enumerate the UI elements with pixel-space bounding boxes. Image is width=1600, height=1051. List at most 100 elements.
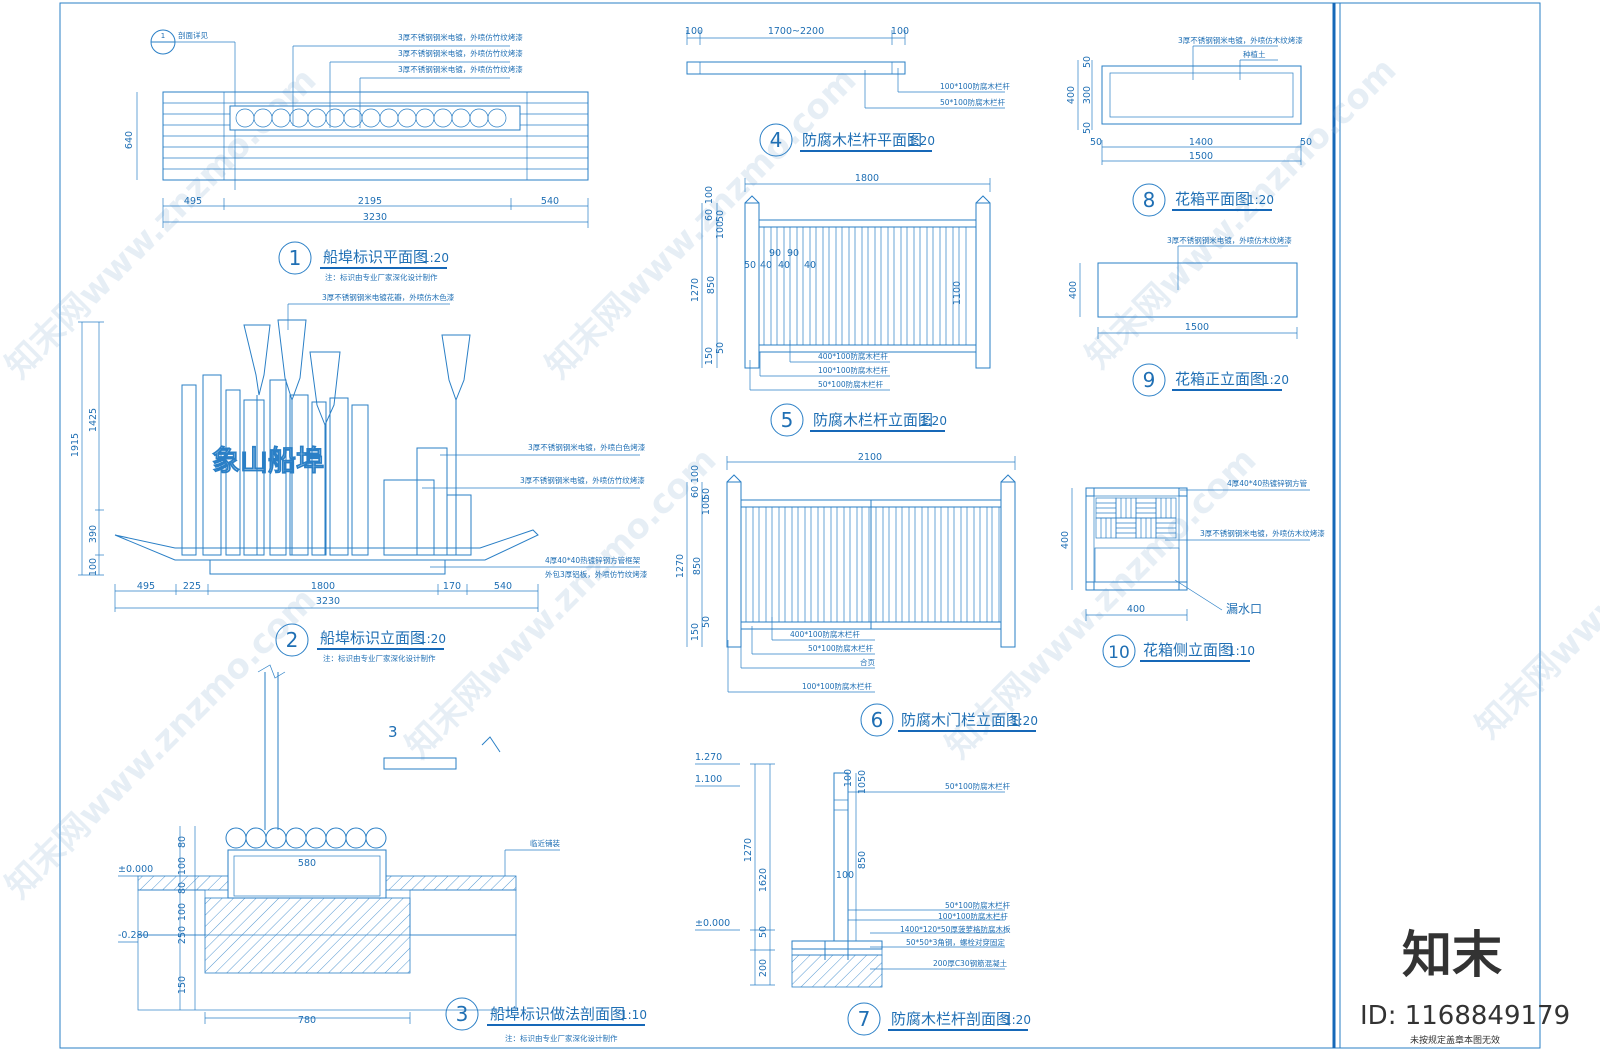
drawing-scale: 1:10 bbox=[620, 1008, 647, 1022]
material-label: 50*100防腐木栏杆 bbox=[808, 643, 874, 653]
sign-plan-logs bbox=[235, 108, 507, 128]
material-note: 外包3厚铝板，外喷仿竹纹烤漆 bbox=[545, 569, 648, 579]
dim-height: 640 bbox=[124, 131, 135, 149]
dim: 100 bbox=[690, 465, 701, 483]
drawing-title: 防腐木栏杆立面图 bbox=[813, 411, 933, 429]
material-note: 3厚不锈钢钢米电镀，外喷仿竹纹烤漆 bbox=[398, 48, 523, 58]
drawing-number: 4 bbox=[770, 128, 783, 152]
material-note: 3厚不锈钢钢米电镀，外喷仿木纹烤漆 bbox=[1200, 528, 1325, 538]
material-label: 100*100防腐木栏杆 bbox=[818, 365, 888, 375]
drawing-number: 2 bbox=[286, 628, 299, 652]
dim: 250 bbox=[177, 926, 188, 944]
dim: 170 bbox=[443, 581, 461, 592]
dim: 1100 bbox=[952, 281, 963, 305]
dim-height: 1915 bbox=[70, 433, 81, 457]
level: 1.270 bbox=[695, 752, 722, 763]
material-label: 50*100防腐木栏杆 bbox=[940, 97, 1006, 107]
gate-balusters bbox=[745, 506, 1000, 623]
dim: 540 bbox=[541, 196, 559, 207]
dim: 850 bbox=[857, 851, 868, 869]
dim: 50 bbox=[715, 342, 726, 354]
material-note: 3厚不锈钢钢米电镀，外喷仿木纹烤漆 bbox=[1178, 35, 1303, 45]
dim: 50 bbox=[1082, 122, 1093, 134]
dim: 150 bbox=[690, 623, 701, 641]
dim: 50 bbox=[1082, 56, 1093, 68]
material-note: 3厚不锈钢钢米电镀，外喷仿木纹烤漆 bbox=[1167, 235, 1292, 245]
drawing-7-railing-section: 1.270 1.100 ±0.000 1270 1620 50 200 100 … bbox=[695, 752, 1031, 1036]
drawing-title: 花箱正立面图 bbox=[1175, 370, 1265, 388]
drawing-title: 花箱平面图 bbox=[1175, 190, 1250, 208]
material-note: 4厚40*40热镀锌钢方管框架 bbox=[545, 555, 641, 565]
drawing-note: 注：标识由专业厂家深化设计制作 bbox=[323, 653, 436, 663]
dim: 540 bbox=[494, 581, 512, 592]
dim: 1620 bbox=[758, 868, 769, 892]
drawing-scale: 1:20 bbox=[920, 414, 947, 428]
drawing-9-planter-front: 3厚不锈钢钢米电镀，外喷仿木纹烤漆 400 1500 9 花箱正立面图 1:20 bbox=[1068, 235, 1298, 397]
fragment-number: 3 bbox=[388, 723, 398, 741]
dim: 40 bbox=[804, 260, 816, 271]
dim: 100 bbox=[715, 221, 726, 239]
drawing-scale: 1:20 bbox=[1262, 373, 1289, 387]
dim: 400 bbox=[1060, 531, 1071, 549]
sign-text: 象山船埠 bbox=[212, 444, 324, 477]
drawing-scale: 1:10 bbox=[1228, 644, 1255, 658]
note-paving: 临近铺装 bbox=[530, 838, 560, 848]
watermark-text: 知末网www.znzmo.com bbox=[1468, 420, 1600, 746]
dim-total: 3230 bbox=[363, 212, 387, 223]
drawing-title: 防腐木门栏立面图 bbox=[901, 711, 1021, 729]
dim: 495 bbox=[184, 196, 202, 207]
material-label: 100*100防腐木栏杆 bbox=[938, 911, 1008, 921]
dim: 50 bbox=[758, 926, 769, 938]
dim: 300 bbox=[1082, 86, 1093, 104]
dim: 2195 bbox=[358, 196, 382, 207]
dim: 50 bbox=[715, 210, 726, 222]
dim: 400 bbox=[1068, 281, 1079, 299]
dim: 90 bbox=[769, 248, 781, 259]
footer-note: 未按规定盖章本图无效 bbox=[1410, 1034, 1500, 1046]
dim: 150 bbox=[704, 347, 715, 365]
drawing-note: 注：标识由专业厂家深化设计制作 bbox=[325, 272, 438, 282]
dim: 40 bbox=[760, 260, 772, 271]
material-label: 100*100防腐木栏杆 bbox=[940, 81, 1010, 91]
drawing-number: 9 bbox=[1143, 368, 1156, 392]
material-note: 4厚40*40热镀锌钢方管 bbox=[1227, 478, 1308, 488]
dim: 100 bbox=[685, 26, 703, 37]
material-label: 合页 bbox=[860, 657, 875, 667]
material-label: 200厚C30钢筋混凝土 bbox=[933, 958, 1008, 968]
drawing-note: 注：标识由专业厂家深化设计制作 bbox=[505, 1033, 618, 1043]
dim: 100 bbox=[704, 186, 715, 204]
dim: 100 bbox=[177, 857, 188, 875]
section-tag: 1 bbox=[161, 32, 165, 40]
dim: 225 bbox=[183, 581, 201, 592]
drawing-scale: 1:20 bbox=[419, 632, 446, 646]
material-label: 50*100防腐木栏杆 bbox=[945, 781, 1011, 791]
dim-total: 3230 bbox=[316, 596, 340, 607]
drawing-title: 防腐木栏杆剖面图 bbox=[891, 1010, 1011, 1028]
dim-total: 1500 bbox=[1185, 322, 1209, 333]
drawing-title: 船埠标识平面图 bbox=[323, 248, 428, 266]
level: -0.280 bbox=[118, 930, 149, 941]
dim: 80 bbox=[177, 836, 188, 848]
material-note: 3厚不锈钢钢米电镀，外喷白色烤漆 bbox=[528, 442, 646, 452]
drawing-title: 船埠标识立面图 bbox=[320, 629, 425, 647]
dim-height: 390 bbox=[88, 525, 99, 543]
dim: 1700~2200 bbox=[768, 26, 824, 37]
planter-weave bbox=[1095, 497, 1177, 539]
dim: 1270 bbox=[743, 838, 754, 862]
material-label: 400*100防腐木栏杆 bbox=[818, 351, 888, 361]
drawing-5-railing-elevation: 1800 100 60 50 100 1270 850 1100 150 50 bbox=[690, 173, 991, 437]
image-id: ID: 1168849179 bbox=[1360, 1001, 1570, 1031]
dim: 200 bbox=[758, 959, 769, 977]
drawing-scale: 1:20 bbox=[1011, 714, 1038, 728]
drawing-number: 3 bbox=[456, 1002, 469, 1026]
material-label: 50*100防腐木栏杆 bbox=[818, 379, 884, 389]
drawing-10-planter-side: 4厚40*40热镀锌钢方管 3厚不锈钢钢米电镀，外喷仿木纹烤漆 漏水口 400 … bbox=[1060, 478, 1325, 668]
material-label: 400*100防腐木栏杆 bbox=[790, 629, 860, 639]
dim: 100 bbox=[701, 497, 712, 515]
dim-width: 1800 bbox=[855, 173, 879, 184]
drawing-number: 7 bbox=[858, 1007, 871, 1031]
dim: 60 bbox=[704, 209, 715, 221]
drawing-8-planter-plan: 3厚不锈钢钢米电镀，外喷仿木纹烤漆 种植土 50 400 300 50 50 1… bbox=[1066, 35, 1312, 217]
material-note: 3厚不锈钢钢米电镀，外喷仿竹纹烤漆 bbox=[520, 475, 645, 485]
dim: 400 bbox=[1127, 604, 1145, 615]
